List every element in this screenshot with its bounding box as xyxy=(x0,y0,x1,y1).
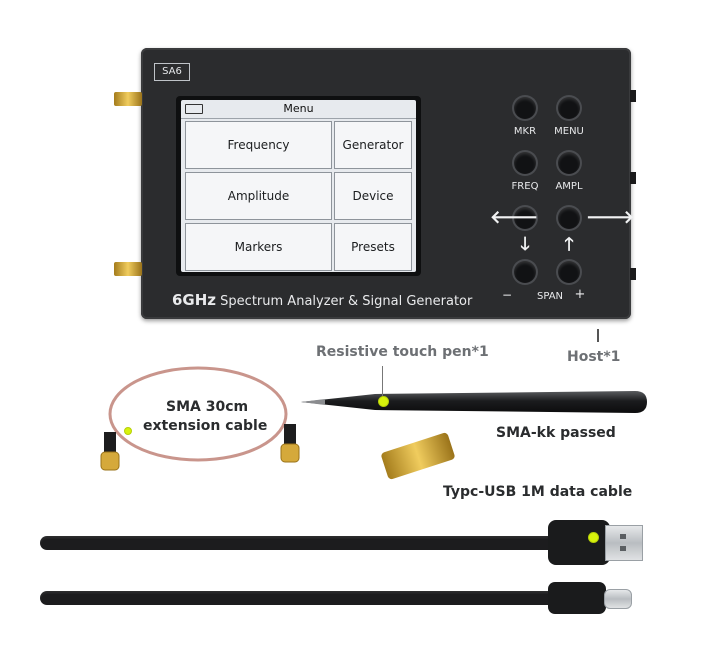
menu-label: MENU xyxy=(554,126,584,137)
host-tick xyxy=(597,329,599,342)
arrow-down-icon: 🡓 xyxy=(520,234,530,255)
menu-button[interactable] xyxy=(558,97,580,119)
usb-c-plug-metal xyxy=(604,589,632,609)
model-tag: SA6 xyxy=(154,63,190,81)
usb-a-contact xyxy=(620,546,626,551)
sma-cable-label-1: SMA 30cm xyxy=(166,399,249,415)
sma-connector-bottom xyxy=(114,262,142,276)
side-port xyxy=(630,172,636,184)
span-minus-button[interactable] xyxy=(514,261,536,283)
sma-connector-top xyxy=(114,92,142,106)
cable-highlight-dot xyxy=(124,427,132,435)
side-port xyxy=(630,268,636,280)
span-plus-button[interactable] xyxy=(558,261,580,283)
sma-kk-adapter-image xyxy=(380,431,456,481)
ampl-label: AMPL xyxy=(555,181,583,192)
mkr-button[interactable] xyxy=(514,97,536,119)
freq-button[interactable] xyxy=(514,152,536,174)
usb-cable-label: Typc-USB 1M data cable xyxy=(443,484,633,500)
arrow-up-icon: 🡑 xyxy=(564,234,574,255)
tile-amplitude[interactable]: Amplitude xyxy=(185,172,332,220)
device-title: 6GHz Spectrum Analyzer & Signal Generato… xyxy=(172,291,472,309)
arrow-left-icon: 🡐 xyxy=(490,209,538,227)
usb-c-plug-body xyxy=(548,582,606,614)
pen-label: Resistive touch pen*1 xyxy=(316,344,489,360)
device-title-freq: 6GHz xyxy=(172,291,217,309)
freq-label: FREQ xyxy=(511,181,539,192)
span-label: SPAN xyxy=(536,291,564,302)
sma-kk-label: SMA-kk passed xyxy=(496,425,616,441)
left-button[interactable] xyxy=(514,207,536,229)
usb-a-cable-image xyxy=(40,536,560,550)
sma-extension-cable-image xyxy=(100,366,300,471)
tile-generator[interactable]: Generator xyxy=(334,121,412,169)
host-label: Host*1 xyxy=(567,349,621,365)
pen-leader-line xyxy=(382,366,383,396)
arrow-right-icon: 🡒 xyxy=(586,209,634,227)
tile-device[interactable]: Device xyxy=(334,172,412,220)
right-button[interactable] xyxy=(558,207,580,229)
tile-frequency[interactable]: Frequency xyxy=(185,121,332,169)
tile-presets[interactable]: Presets xyxy=(334,223,412,271)
menu-title: Menu xyxy=(181,100,416,119)
device-title-text: Spectrum Analyzer & Signal Generator xyxy=(216,294,473,309)
usb-a-contact xyxy=(620,534,626,539)
usb-a-plug-body xyxy=(548,520,610,565)
span-plus-label: + xyxy=(574,287,586,302)
ampl-button[interactable] xyxy=(558,152,580,174)
usb-a-plug-metal xyxy=(605,525,643,561)
battery-icon xyxy=(185,104,203,114)
sma-cable-label-2: extension cable xyxy=(143,418,268,434)
usb-highlight-dot xyxy=(588,532,599,543)
pen-highlight-dot xyxy=(378,396,389,407)
usb-c-cable-image xyxy=(40,591,560,605)
mkr-label: MKR xyxy=(513,126,537,137)
tile-markers[interactable]: Markers xyxy=(185,223,332,271)
touch-pen-image xyxy=(301,391,647,413)
side-port xyxy=(630,90,636,102)
span-minus-label: − xyxy=(501,288,513,302)
